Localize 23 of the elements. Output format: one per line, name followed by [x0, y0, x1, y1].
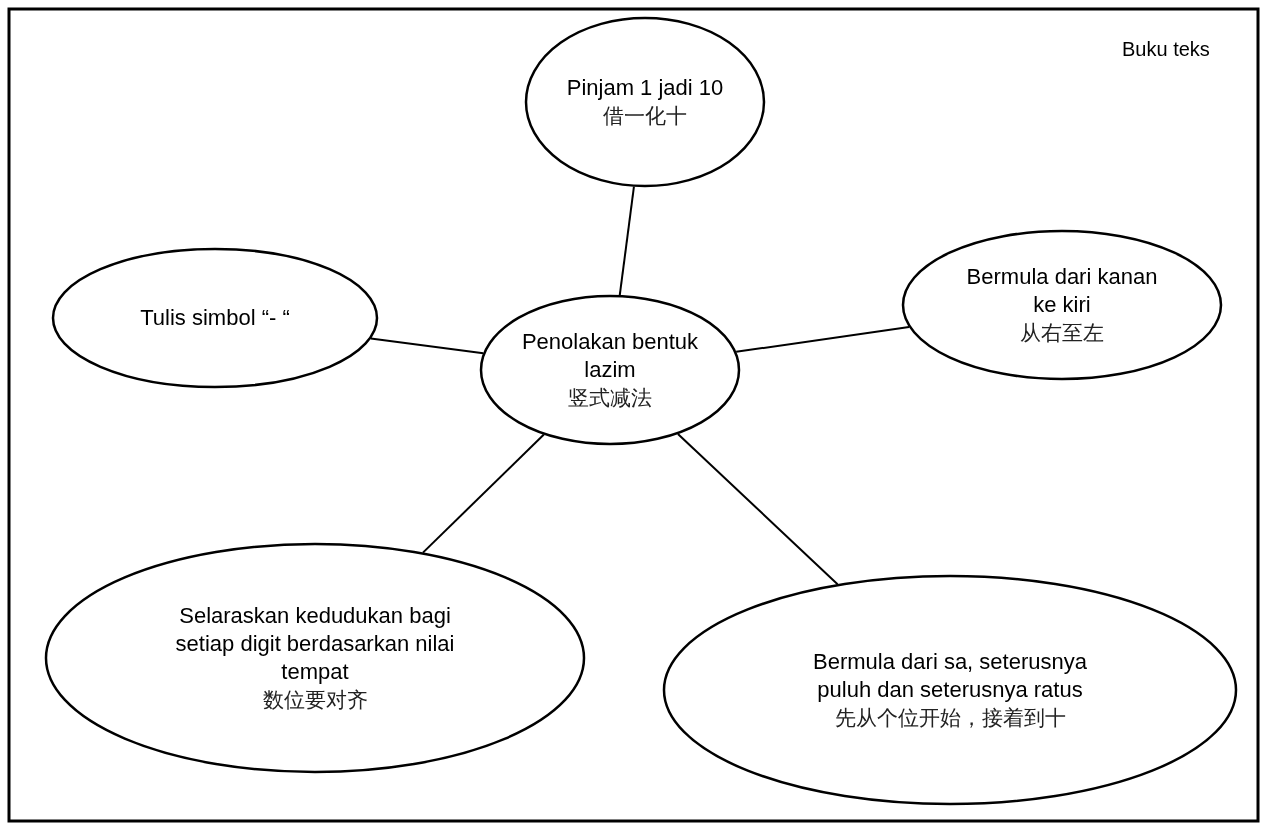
note-text: Buku teks — [1122, 38, 1210, 61]
topic-text: Tulis simbol “- “ — [139, 304, 291, 332]
topic-text: Pinjam 1 jadi 10 — [565, 74, 725, 102]
connector-line — [618, 185, 635, 297]
chinese-text: 借一化十 — [602, 103, 688, 130]
chinese-text: 数位要对齐 — [261, 687, 369, 714]
topic-ellipse — [480, 295, 740, 445]
chinese-text: 竖式减法 — [567, 385, 653, 412]
chinese-text: 先从个位开始，接着到十 — [833, 705, 1067, 732]
connector-line — [735, 326, 911, 353]
chinese-text: 从右至左 — [1019, 320, 1105, 347]
topic-text: Penolakan bentuk lazim — [520, 328, 700, 384]
topic-text: Selaraskan kedudukan bagi setiap digit berdasarkan nilai tempat — [174, 602, 456, 686]
topic-text: Bermula dari sa, seterusnya puluh dan seterusnya ratus — [812, 648, 1088, 704]
connector-line — [421, 433, 545, 554]
connector-line — [676, 432, 839, 586]
topic-text: Bermula dari kanan ke kiri — [965, 263, 1159, 319]
topic-ellipse — [45, 543, 585, 773]
connector-line — [369, 337, 485, 355]
topic-ellipse — [52, 248, 378, 388]
topic-ellipse — [902, 230, 1222, 380]
topic-ellipse — [663, 575, 1237, 805]
topic-ellipse — [525, 17, 765, 187]
